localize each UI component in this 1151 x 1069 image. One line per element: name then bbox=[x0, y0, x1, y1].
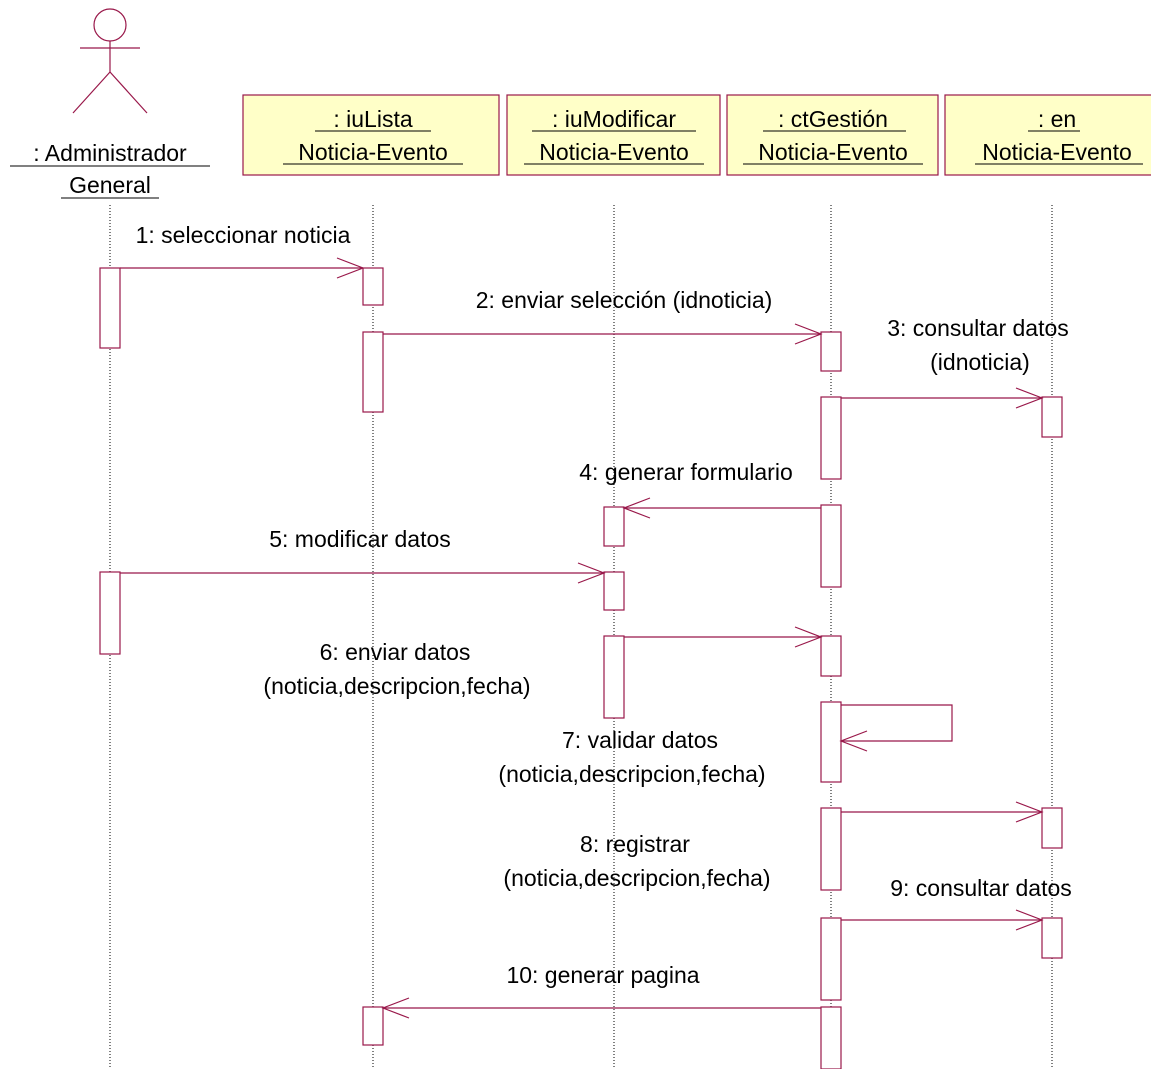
message-label: 1: seleccionar noticia bbox=[136, 222, 351, 248]
message-1: 1: seleccionar noticia bbox=[120, 222, 365, 279]
message-7: 7: validar datos (noticia,descripcion,fe… bbox=[498, 704, 953, 787]
message-label: (idnoticia) bbox=[930, 349, 1030, 375]
object-ctgestion-name: : ctGestión bbox=[778, 106, 888, 132]
message-label: 5: modificar datos bbox=[269, 526, 451, 552]
message-10: 10: generar pagina bbox=[381, 962, 821, 1019]
object-iulista: : iuLista Noticia-Evento bbox=[242, 94, 500, 176]
object-en-name: : en bbox=[1038, 106, 1076, 132]
message-8: 8: registrar (noticia,descripcion,fecha) bbox=[503, 801, 1044, 891]
message-5: 5: modificar datos bbox=[120, 526, 606, 584]
activation-bar bbox=[1041, 917, 1063, 959]
object-iumodificar: : iuModificar Noticia-Evento bbox=[506, 94, 721, 176]
object-iulista-name: : iuLista bbox=[333, 106, 412, 132]
stick-figure-icon bbox=[72, 8, 148, 114]
activation-bar bbox=[603, 506, 625, 547]
message-2: 2: enviar selección (idnoticia) bbox=[383, 287, 823, 345]
message-label: 3: consultar datos bbox=[887, 315, 1069, 341]
activation-bar bbox=[603, 635, 625, 719]
message-label: (noticia,descripcion,fecha) bbox=[503, 865, 770, 891]
activation-bar bbox=[603, 571, 625, 611]
actor-label-line2: General bbox=[69, 172, 151, 198]
message-label: 2: enviar selección (idnoticia) bbox=[476, 287, 773, 313]
object-iumodificar-class: Noticia-Evento bbox=[539, 139, 689, 165]
activation-bar bbox=[820, 331, 842, 372]
object-iumodificar-name: : iuModificar bbox=[552, 106, 676, 132]
activation-bar bbox=[820, 635, 842, 677]
activation-bars bbox=[99, 267, 1063, 1069]
activation-bar bbox=[1041, 396, 1063, 438]
message-label: (noticia,descripcion,fecha) bbox=[263, 673, 530, 699]
message-6: 6: enviar datos (noticia,descripcion,fec… bbox=[263, 626, 823, 699]
activation-bar bbox=[99, 571, 121, 655]
message-label: 7: validar datos bbox=[562, 727, 718, 753]
message-label: 6: enviar datos bbox=[320, 639, 471, 665]
activation-bar bbox=[820, 917, 842, 1001]
activation-bar bbox=[362, 331, 384, 413]
activation-bar bbox=[1041, 807, 1063, 849]
message-label: (noticia,descripcion,fecha) bbox=[498, 761, 765, 787]
activation-bar bbox=[362, 267, 384, 306]
object-iulista-class: Noticia-Evento bbox=[298, 139, 448, 165]
activation-bar bbox=[820, 504, 842, 588]
object-en: : en Noticia-Evento bbox=[944, 94, 1151, 176]
message-label: 9: consultar datos bbox=[890, 875, 1072, 901]
actor-administrador: : Administrador General bbox=[10, 8, 210, 199]
activation-bar bbox=[820, 396, 842, 480]
message-3: 3: consultar datos (idnoticia) bbox=[841, 315, 1069, 409]
activation-bar bbox=[820, 807, 842, 891]
activation-bar bbox=[99, 267, 121, 349]
actor-label-line1: : Administrador bbox=[33, 140, 187, 166]
object-ctgestion-class: Noticia-Evento bbox=[758, 139, 908, 165]
message-4: 4: generar formulario bbox=[579, 459, 821, 519]
object-ctgestion: : ctGestión Noticia-Evento bbox=[726, 94, 939, 176]
message-label: 8: registrar bbox=[580, 831, 690, 857]
activation-bar bbox=[362, 1006, 384, 1046]
object-en-class: Noticia-Evento bbox=[982, 139, 1132, 165]
message-label: 10: generar pagina bbox=[506, 962, 699, 988]
message-9: 9: consultar datos bbox=[841, 875, 1072, 931]
activation-bar bbox=[820, 701, 842, 783]
message-label: 4: generar formulario bbox=[579, 459, 793, 485]
activation-bar bbox=[820, 1006, 842, 1069]
